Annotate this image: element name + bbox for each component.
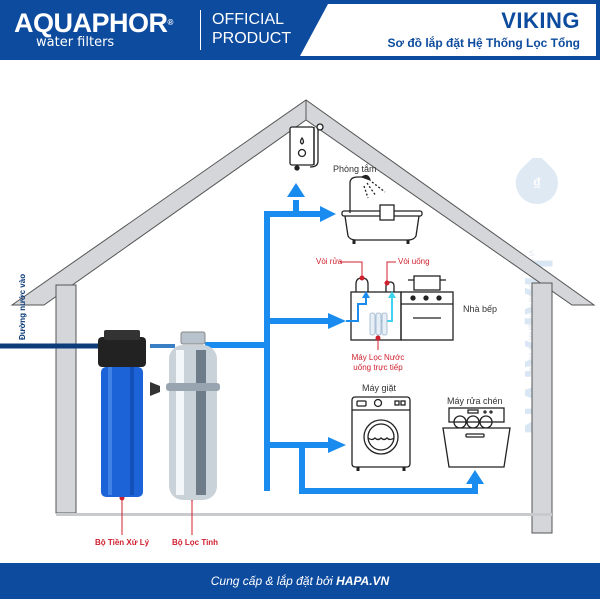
product-title: VIKING	[501, 8, 580, 33]
title-banner-shape	[300, 4, 596, 56]
kitchen-counter-icon	[350, 275, 454, 341]
official-line2: PRODUCT	[212, 30, 292, 47]
ro-filter-label-line2: uống trực tiếp	[353, 363, 403, 372]
diagram-subtitle: Sơ đồ lắp đặt Hệ Thống Lọc Tổng	[387, 36, 580, 50]
house-outline	[10, 99, 596, 534]
header-divider	[200, 10, 201, 50]
installation-diagram	[0, 99, 596, 535]
water-heater-icon	[289, 123, 324, 171]
registered-mark: ®	[167, 18, 174, 27]
distribution-pipes	[205, 200, 478, 494]
flow-arrowheads	[287, 183, 484, 484]
drinking-faucet-label: Vòi uống	[398, 257, 430, 266]
brand-tagline: water filters	[36, 35, 115, 50]
pre-filter-housing-icon	[98, 330, 146, 497]
main-filter-housing-icon	[150, 331, 220, 500]
pre-filter-label: Bộ Tiền Xử Lý	[95, 538, 150, 547]
footer-text: Cung cấp & lắp đặt bởi	[210, 574, 337, 588]
dishwasher-label: Máy rửa chén	[447, 396, 503, 406]
sink-faucet-label: Vòi rửa	[316, 257, 343, 266]
brand-name: AQUAPHOR	[14, 8, 168, 38]
ro-filter-icon	[369, 312, 388, 336]
main-filter-label: Bộ Lọc Tinh	[172, 538, 219, 547]
ro-filter-label: Máy Lọc Nước uống trực tiếp	[350, 353, 406, 373]
official-line1: OFFICIAL	[212, 11, 285, 28]
footer-brand: HAPA.VN	[336, 574, 390, 588]
washing-machine-label: Máy giặt	[362, 383, 397, 393]
inlet-label: Đường nước vào	[18, 273, 27, 340]
hapa-watermark-logo-icon: ₫	[515, 158, 558, 204]
header-bar: AQUAPHOR® water filters OFFICIAL PRODUCT…	[0, 0, 600, 60]
ro-filter-label-line1: Máy Lọc Nước	[351, 353, 405, 362]
dishwasher-icon	[442, 407, 511, 468]
bathtub-icon	[341, 174, 423, 244]
official-product-badge: OFFICIAL PRODUCT	[212, 10, 291, 48]
bathroom-label: Phòng tắm	[333, 164, 377, 174]
kitchen-label: Nhà bếp	[463, 304, 498, 314]
aquaphor-logo: AQUAPHOR® water filters	[14, 8, 174, 50]
washing-machine-icon	[351, 396, 411, 471]
svg-text:₫: ₫	[533, 176, 541, 193]
footer-bar: Cung cấp & lắp đặt bởi HAPA.VN	[0, 563, 600, 599]
